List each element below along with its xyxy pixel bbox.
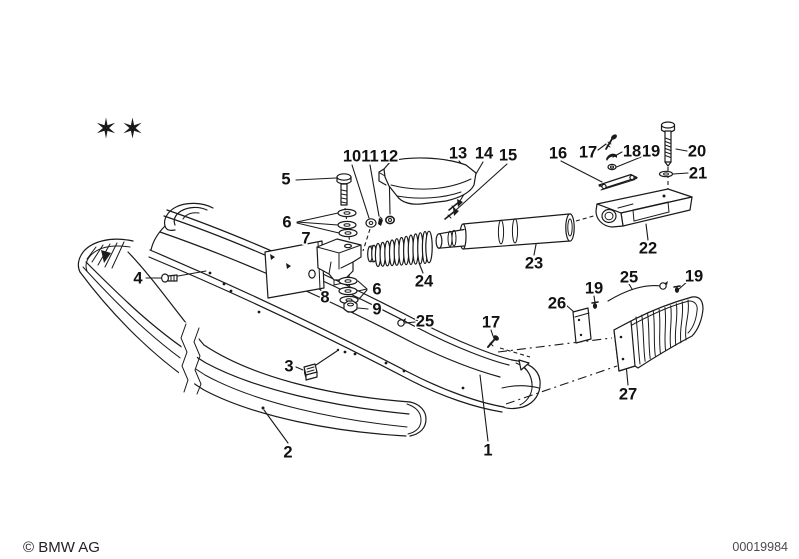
part-label-4: 4 <box>133 270 143 288</box>
part-label-22: 22 <box>639 240 657 258</box>
part-label-19: 19 <box>685 268 703 286</box>
bolt-4 <box>161 273 178 283</box>
end-piece-27 <box>613 296 704 372</box>
link-16 <box>598 173 638 191</box>
part-label-16: 16 <box>549 145 567 163</box>
bolt-5 <box>336 173 352 206</box>
cover-13 <box>378 157 477 205</box>
six-pointed-star-icon <box>123 117 142 139</box>
pin-19-mid <box>591 301 599 309</box>
clip-25-right <box>659 281 668 290</box>
part-label-3: 3 <box>284 358 293 376</box>
screw-15 <box>444 208 459 220</box>
washer-10 <box>365 218 377 228</box>
rubber-strip-2 <box>77 238 427 437</box>
part-label-25: 25 <box>416 313 434 331</box>
part-label-24: 24 <box>415 273 434 291</box>
part-label-14: 14 <box>475 145 494 163</box>
shock-tube-23 <box>435 213 575 250</box>
bumper-hole-dots <box>208 271 465 390</box>
part-label-23: 23 <box>525 255 543 273</box>
copyright-text: © BMW AG <box>23 539 100 556</box>
part-label-12: 12 <box>380 148 398 166</box>
part-label-17: 17 <box>579 144 597 162</box>
part-label-6: 6 <box>282 214 291 232</box>
bellows-24 <box>367 230 433 268</box>
clip-18 <box>606 153 617 161</box>
assembly-dash-lines <box>344 167 669 405</box>
screw-14 <box>448 199 463 211</box>
pin-11 <box>378 216 383 226</box>
bracket-22 <box>595 188 693 228</box>
part-label-7: 7 <box>301 230 310 248</box>
star-icons <box>96 117 142 139</box>
leader-lines <box>145 143 690 444</box>
nut-12 <box>384 215 395 225</box>
part-label-5: 5 <box>281 171 290 189</box>
nut-9 <box>343 300 358 313</box>
part-label-18: 18 <box>623 143 641 161</box>
doc-number-text: 00019984 <box>732 540 788 554</box>
washer-21 <box>658 170 674 178</box>
screw-17-lower <box>487 335 499 348</box>
washers-6-lower <box>338 276 359 305</box>
part-label-26: 26 <box>548 295 566 313</box>
part-label-8: 8 <box>320 289 329 307</box>
part-label-25: 25 <box>620 269 638 287</box>
part-label-13: 13 <box>449 145 467 163</box>
part-label-1: 1 <box>483 442 492 460</box>
part-label-11: 11 <box>361 148 378 166</box>
part-label-27: 27 <box>619 386 637 404</box>
part-label-17: 17 <box>482 314 500 332</box>
part-label-6: 6 <box>372 281 381 299</box>
part-label-21: 21 <box>689 165 707 183</box>
bracket-7 <box>316 238 362 286</box>
bellows-ribs <box>374 230 429 268</box>
nut-19-top <box>607 163 617 171</box>
part-label-10: 10 <box>343 148 361 166</box>
six-pointed-star-icon <box>96 117 116 139</box>
bumper-shell-1 <box>148 202 541 413</box>
part-label-2: 2 <box>283 444 292 462</box>
bolt-20 <box>660 121 676 167</box>
pin-19-right <box>673 285 681 293</box>
part-label-19: 19 <box>642 143 660 161</box>
part-label-15: 15 <box>499 147 517 165</box>
part-label-9: 9 <box>372 301 381 319</box>
washers-6-upper <box>337 208 358 238</box>
clip-25-left <box>397 318 406 327</box>
clip-3 <box>303 348 340 381</box>
part-label-19: 19 <box>585 280 603 298</box>
part-label-20: 20 <box>688 143 706 161</box>
screw-17-top <box>605 134 617 150</box>
plate-8 <box>264 240 325 299</box>
plate-26 <box>572 307 592 344</box>
